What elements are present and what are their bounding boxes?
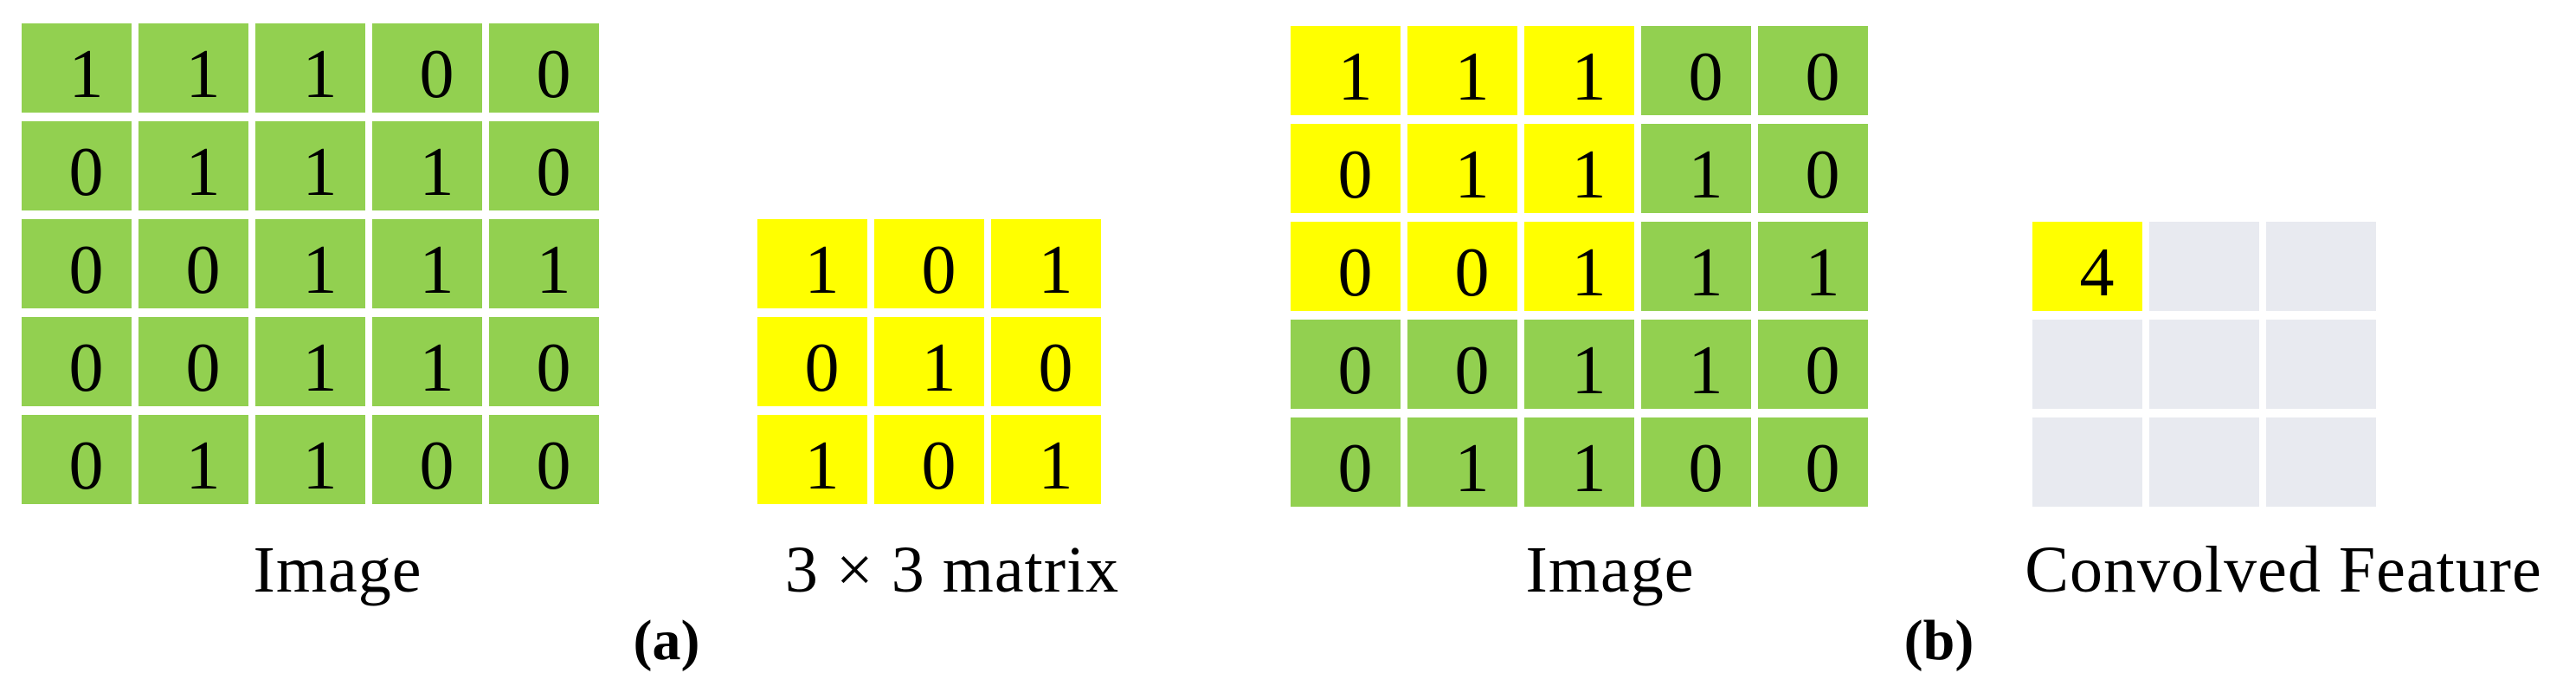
image-matrix-cell: 0	[22, 219, 132, 308]
convolved-feature-cell	[2149, 417, 2259, 507]
image-matrix-cell: 0	[489, 121, 599, 210]
image-matrix-cell: 1	[1524, 222, 1634, 311]
image-matrix-cell: 0	[1758, 417, 1868, 507]
image-matrix-cell: 1	[372, 121, 482, 210]
kernel-matrix-cell: 0	[757, 317, 867, 406]
image-matrix-cell: 0	[138, 317, 248, 406]
image-matrix-cell: 1	[255, 219, 365, 308]
image-matrix-cell: 1	[1641, 124, 1751, 213]
image-caption-a: Image	[253, 534, 422, 606]
image-matrix-cell: 1	[1291, 26, 1401, 115]
convolved-feature-cell	[2266, 417, 2376, 507]
kernel-matrix-cell: 0	[991, 317, 1101, 406]
kernel-matrix-cell: 1	[757, 219, 867, 308]
image-matrix-cell: 1	[255, 317, 365, 406]
convolved-feature-cell	[2149, 320, 2259, 409]
image-matrix-cell: 1	[1407, 417, 1517, 507]
kernel-matrix-cell: 0	[874, 219, 984, 308]
image-matrix-cell: 0	[1291, 222, 1401, 311]
image-matrix-cell: 1	[372, 219, 482, 308]
image-matrix-cell: 0	[1407, 320, 1517, 409]
image-matrix-cell: 1	[255, 23, 365, 113]
kernel-matrix-cell: 0	[874, 415, 984, 504]
image-matrix-cell: 1	[138, 121, 248, 210]
convolved-feature-cell	[2032, 320, 2142, 409]
image-matrix-cell: 0	[1641, 417, 1751, 507]
image-matrix-cell: 1	[1524, 124, 1634, 213]
image-matrix-cell: 1	[1641, 320, 1751, 409]
image-matrix-cell: 0	[138, 219, 248, 308]
image-matrix-cell: 0	[489, 23, 599, 113]
convolved-feature-cell	[2149, 222, 2259, 311]
image-matrix-cell: 0	[1291, 124, 1401, 213]
image-matrix-cell: 0	[489, 317, 599, 406]
image-matrix-cell: 0	[1291, 320, 1401, 409]
convolved-feature-cell	[2266, 222, 2376, 311]
image-matrix-cell: 1	[1524, 320, 1634, 409]
image-matrix-cell: 0	[1641, 26, 1751, 115]
image-matrix-cell: 1	[138, 23, 248, 113]
convolved-feature-caption: Convolved Feature	[2025, 534, 2542, 606]
convolved-feature-cell	[2266, 320, 2376, 409]
image-matrix-cell: 1	[138, 415, 248, 504]
image-matrix-cell: 1	[1524, 26, 1634, 115]
image-caption-b: Image	[1525, 534, 1695, 606]
convolved-feature-matrix: 4	[2032, 222, 2376, 507]
image-matrix-cell: 0	[489, 415, 599, 504]
panel-a-label: (a)	[633, 609, 700, 672]
image-matrix-cell: 1	[1407, 26, 1517, 115]
image-matrix-cell: 0	[372, 415, 482, 504]
image-matrix-cell: 1	[372, 317, 482, 406]
image-matrix-cell: 0	[1291, 417, 1401, 507]
image-matrix-cell: 0	[1407, 222, 1517, 311]
image-matrix-cell: 1	[1524, 417, 1634, 507]
image-matrix-cell: 1	[1641, 222, 1751, 311]
image-matrix-cell: 1	[22, 23, 132, 113]
image-matrix-cell: 0	[372, 23, 482, 113]
panel-b-label: (b)	[1903, 609, 1974, 672]
image-matrix-cell: 0	[1758, 26, 1868, 115]
image-matrix-cell: 1	[1758, 222, 1868, 311]
image-matrix-cell: 0	[22, 415, 132, 504]
image-matrix-cell: 0	[1758, 320, 1868, 409]
kernel-caption: 3 × 3 matrix	[784, 534, 1120, 606]
image-matrix-cell: 1	[489, 219, 599, 308]
image-matrix-cell: 1	[255, 121, 365, 210]
image-matrix-cell: 1	[255, 415, 365, 504]
image-matrix-cell: 0	[22, 317, 132, 406]
convolved-feature-cell	[2032, 417, 2142, 507]
image-matrix-cell: 0	[22, 121, 132, 210]
kernel-matrix-cell: 1	[991, 415, 1101, 504]
image-matrix-cell: 1	[1407, 124, 1517, 213]
convolved-feature-cell: 4	[2032, 222, 2142, 311]
kernel-matrix-cell: 1	[991, 219, 1101, 308]
kernel-matrix-cell: 1	[757, 415, 867, 504]
kernel-matrix-cell: 1	[874, 317, 984, 406]
image-matrix-cell: 0	[1758, 124, 1868, 213]
